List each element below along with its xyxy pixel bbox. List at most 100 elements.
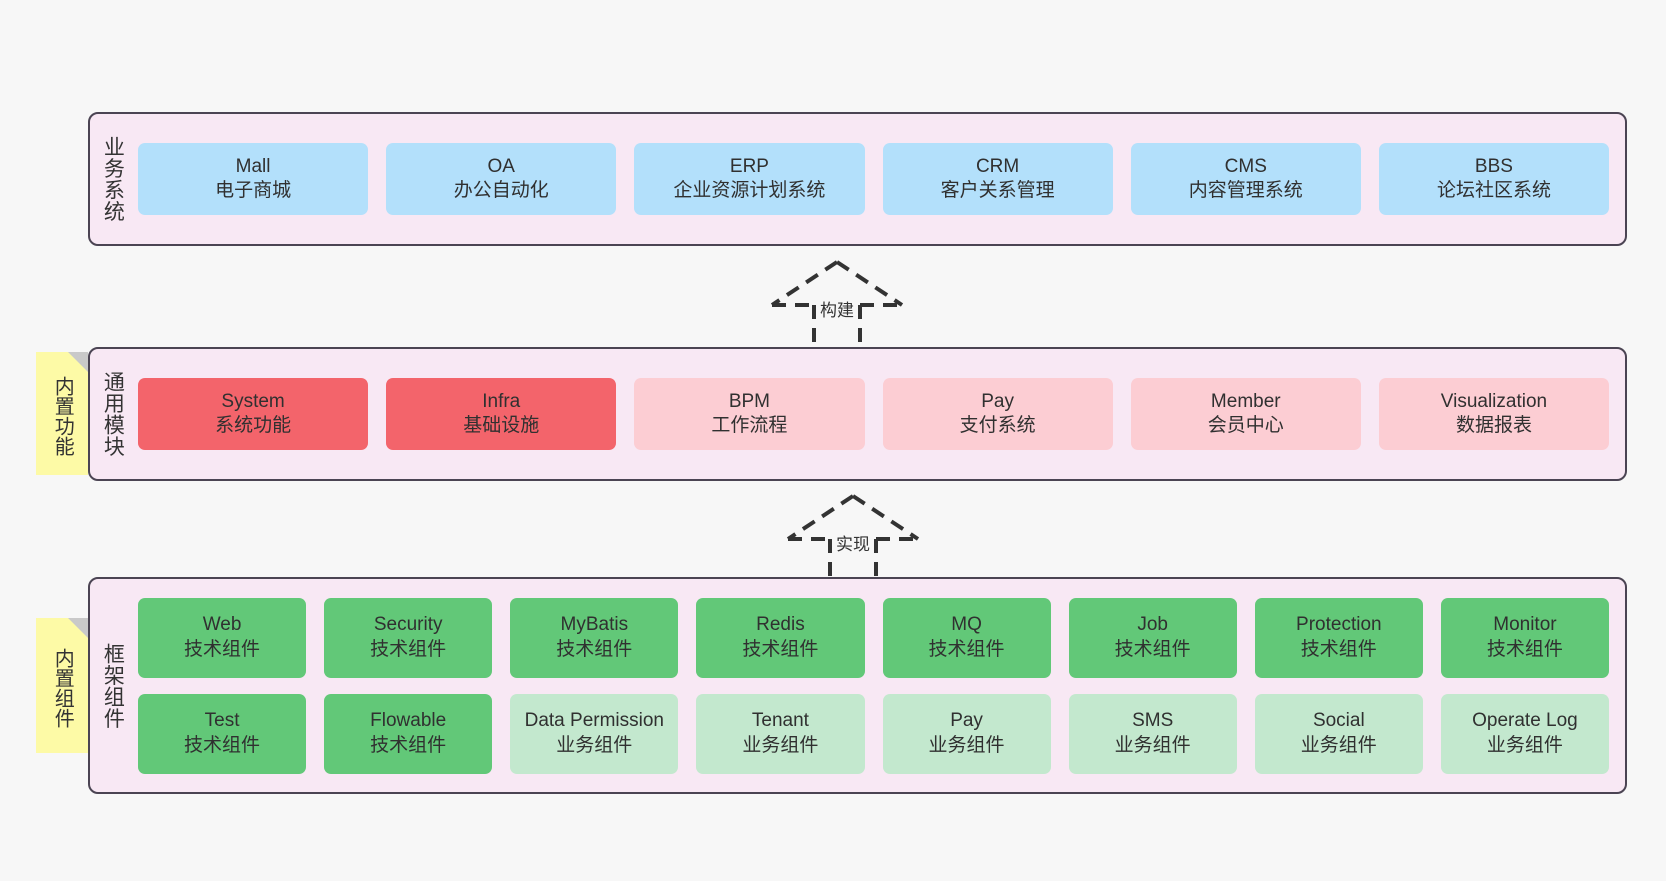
page-fold-icon — [68, 352, 88, 372]
layer-framework-title: 框架组件 — [101, 642, 125, 729]
card-title: Monitor — [1493, 614, 1557, 636]
layer-framework-body: Web 技术组件 Security 技术组件 MyBatis 技术组件 Redi… — [134, 579, 1625, 792]
card-subtitle: 业务组件 — [1300, 734, 1377, 756]
card-infra[interactable]: Infra 基础设施 — [386, 378, 617, 450]
framework-card-row-1: Web 技术组件 Security 技术组件 MyBatis 技术组件 Redi… — [138, 597, 1609, 678]
card-erp[interactable]: ERP 企业资源计划系统 — [634, 143, 865, 215]
layer-business-body: Mall 电子商城 OA 办公自动化 ERP 企业资源计划系统 CRM 客户关系… — [134, 114, 1625, 244]
card-job[interactable]: Job 技术组件 — [1068, 597, 1237, 678]
card-subtitle: 技术组件 — [184, 638, 261, 660]
card-subtitle: 论坛社区系统 — [1436, 180, 1551, 201]
card-member[interactable]: Member 会员中心 — [1130, 378, 1361, 450]
connector-build: 构建 — [752, 258, 922, 346]
card-subtitle: 办公自动化 — [453, 180, 549, 201]
card-title: SMS — [1132, 710, 1174, 732]
card-test[interactable]: Test 技术组件 — [138, 693, 307, 774]
card-subtitle: 基础设施 — [463, 415, 540, 436]
card-subtitle: 工作流程 — [711, 415, 788, 436]
card-tenant[interactable]: Tenant 业务组件 — [696, 693, 865, 774]
card-subtitle: 支付系统 — [959, 415, 1036, 436]
card-subtitle: 技术组件 — [370, 734, 447, 756]
card-title: Protection — [1296, 614, 1382, 636]
note-label: 内置组件 — [51, 647, 74, 728]
card-subtitle: 技术组件 — [1114, 638, 1191, 660]
card-title: Tenant — [751, 710, 809, 732]
layer-common-title: 通用模块 — [101, 371, 125, 457]
card-subtitle: 业务组件 — [556, 734, 633, 756]
card-title: BPM — [728, 390, 771, 412]
card-social[interactable]: Social 业务组件 — [1254, 693, 1423, 774]
layer-framework-components: 框架组件 Web 技术组件 Security 技术组件 MyBatis 技术组件… — [88, 577, 1627, 794]
card-data-permission[interactable]: Data Permission 业务组件 — [510, 693, 679, 774]
card-subtitle: 技术组件 — [370, 638, 447, 660]
layer-common-body: System 系统功能 Infra 基础设施 BPM 工作流程 Pay 支付系统… — [134, 349, 1625, 479]
card-subtitle: 内容管理系统 — [1188, 180, 1303, 201]
framework-card-row-2: Test 技术组件 Flowable 技术组件 Data Permission … — [138, 693, 1609, 774]
layer-business-title: 业务系统 — [101, 136, 125, 222]
card-title: Pay — [981, 390, 1014, 412]
card-subtitle: 业务组件 — [742, 734, 819, 756]
card-sms[interactable]: SMS 业务组件 — [1068, 693, 1237, 774]
card-security[interactable]: Security 技术组件 — [324, 597, 493, 678]
card-title: Data Permission — [524, 710, 664, 732]
card-title: MyBatis — [560, 614, 629, 636]
card-title: Test — [204, 710, 240, 732]
card-title: Social — [1312, 710, 1365, 732]
card-protection[interactable]: Protection 技术组件 — [1254, 597, 1423, 678]
card-subtitle: 会员中心 — [1207, 415, 1284, 436]
card-visualization[interactable]: Visualization 数据报表 — [1378, 378, 1610, 450]
card-operate-log[interactable]: Operate Log 业务组件 — [1440, 693, 1609, 774]
layer-business-systems: 业务系统 Mall 电子商城 OA 办公自动化 ERP 企业资源计划系统 CRM… — [88, 112, 1627, 246]
card-subtitle: 技术组件 — [928, 638, 1005, 660]
card-subtitle: 数据报表 — [1455, 415, 1532, 436]
card-subtitle: 业务组件 — [1486, 734, 1563, 756]
card-title: Web — [202, 614, 242, 636]
card-pay-component[interactable]: Pay 业务组件 — [882, 693, 1051, 774]
card-title: Visualization — [1440, 390, 1548, 412]
card-subtitle: 技术组件 — [184, 734, 261, 756]
card-subtitle: 系统功能 — [215, 415, 292, 436]
card-subtitle: 技术组件 — [556, 638, 633, 660]
card-title: Member — [1210, 390, 1281, 412]
card-flowable[interactable]: Flowable 技术组件 — [324, 693, 493, 774]
card-subtitle: 客户关系管理 — [940, 180, 1055, 201]
note-builtin-component: 内置组件 — [36, 618, 88, 753]
card-title: ERP — [729, 155, 769, 177]
connector-build-label: 构建 — [820, 301, 854, 320]
card-title: Pay — [950, 710, 983, 732]
card-oa[interactable]: OA 办公自动化 — [386, 143, 617, 215]
card-subtitle: 业务组件 — [928, 734, 1005, 756]
page-fold-icon — [68, 618, 88, 638]
connector-realize-label: 实现 — [836, 535, 870, 554]
card-pay-module[interactable]: Pay 支付系统 — [882, 378, 1113, 450]
card-title: Security — [373, 614, 443, 636]
card-bpm[interactable]: BPM 工作流程 — [634, 378, 865, 450]
card-system[interactable]: System 系统功能 — [138, 378, 369, 450]
card-redis[interactable]: Redis 技术组件 — [696, 597, 865, 678]
card-bbs[interactable]: BBS 论坛社区系统 — [1378, 143, 1610, 215]
card-title: Job — [1137, 614, 1168, 636]
note-builtin-function: 内置功能 — [36, 352, 88, 475]
card-title: Mall — [235, 155, 271, 177]
card-title: Redis — [756, 614, 805, 636]
card-subtitle: 技术组件 — [1486, 638, 1563, 660]
card-title: MQ — [951, 614, 982, 636]
card-title: Infra — [482, 390, 521, 412]
card-title: Flowable — [370, 710, 447, 732]
card-title: Operate Log — [1472, 710, 1578, 732]
connector-realize: 实现 — [768, 492, 938, 580]
card-crm[interactable]: CRM 客户关系管理 — [882, 143, 1113, 215]
card-subtitle: 技术组件 — [1300, 638, 1377, 660]
card-title: CMS — [1224, 155, 1267, 177]
card-mybatis[interactable]: MyBatis 技术组件 — [510, 597, 679, 678]
card-mq[interactable]: MQ 技术组件 — [882, 597, 1051, 678]
card-cms[interactable]: CMS 内容管理系统 — [1130, 143, 1361, 215]
card-title: CRM — [975, 155, 1020, 177]
card-web[interactable]: Web 技术组件 — [138, 597, 307, 678]
card-monitor[interactable]: Monitor 技术组件 — [1440, 597, 1609, 678]
card-title: System — [221, 390, 285, 412]
card-title: OA — [487, 155, 515, 177]
card-mall[interactable]: Mall 电子商城 — [138, 143, 369, 215]
common-card-row: System 系统功能 Infra 基础设施 BPM 工作流程 Pay 支付系统… — [138, 378, 1610, 450]
